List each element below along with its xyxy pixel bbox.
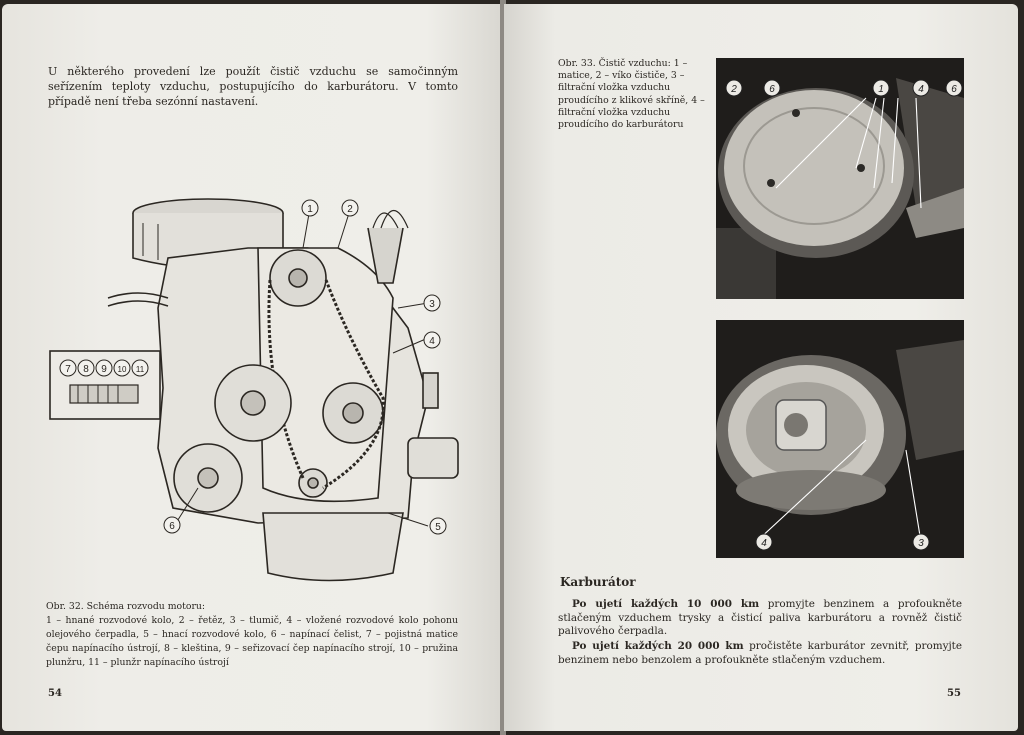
section-title-karburator: Karburátor bbox=[560, 575, 636, 589]
callout-5: 5 bbox=[435, 522, 441, 533]
callout-1: 1 bbox=[307, 204, 313, 215]
book-gutter bbox=[500, 0, 506, 735]
paragraph-10000km: Po ujetí každých 10 000 km promyjte benz… bbox=[558, 598, 962, 639]
callout-2: 2 bbox=[347, 204, 353, 215]
callout-7: 7 bbox=[65, 364, 71, 375]
page-number-right: 55 bbox=[947, 688, 961, 699]
figure-32-caption-title: Obr. 32. Schéma rozvodu motoru: bbox=[46, 601, 206, 612]
callout-4: 4 bbox=[429, 336, 435, 347]
figure-32-caption-body: 1 – hnané rozvodové kolo, 2 – řetěz, 3 –… bbox=[46, 615, 458, 668]
callout-10: 10 bbox=[118, 365, 127, 374]
paragraph-10000km-lead: Po ujetí každých 10 000 km bbox=[572, 598, 760, 610]
callout-11: 11 bbox=[136, 365, 145, 374]
callout-8: 8 bbox=[83, 364, 89, 375]
photo1-callout-2: 2 bbox=[730, 84, 737, 95]
page-number-left: 54 bbox=[48, 688, 62, 699]
photo1-callout-6a: 6 bbox=[769, 84, 775, 95]
paragraph-10000km-text: promyjte benzinem a profoukněte stlačený… bbox=[558, 598, 962, 637]
figure-32-caption: Obr. 32. Schéma rozvodu motoru: 1 – hnan… bbox=[46, 600, 458, 670]
callout-9: 9 bbox=[101, 364, 107, 375]
photo1-callout-6b: 6 bbox=[951, 84, 957, 95]
photo1-callout-1: 1 bbox=[878, 84, 884, 95]
photo2-callout-3: 3 bbox=[918, 538, 924, 549]
air-cleaner-photo-top: 2 6 1 4 6 bbox=[716, 58, 964, 299]
paragraph-20000km-lead: Po ujetí každých 20 000 km bbox=[572, 640, 744, 652]
photo1-callout-4: 4 bbox=[918, 84, 924, 95]
paragraph-20000km: Po ujetí každých 20 000 km pročistěte ka… bbox=[558, 640, 962, 667]
callout-6: 6 bbox=[169, 521, 175, 532]
intro-paragraph: U některého provedení lze použít čistič … bbox=[48, 65, 458, 108]
engine-timing-diagram: 1 2 3 4 5 6 7 8 9 10 11 bbox=[49, 198, 459, 582]
callout-3: 3 bbox=[429, 299, 435, 310]
figure-33-caption: Obr. 33. Čistič vzduchu: 1 – matice, 2 –… bbox=[558, 58, 705, 131]
photo2-callout-4: 4 bbox=[761, 538, 767, 549]
air-cleaner-photo-bottom: 4 3 bbox=[716, 320, 964, 558]
paragraph-20000km-text: pročistěte karburátor zevnitř, promyjte … bbox=[558, 640, 962, 666]
